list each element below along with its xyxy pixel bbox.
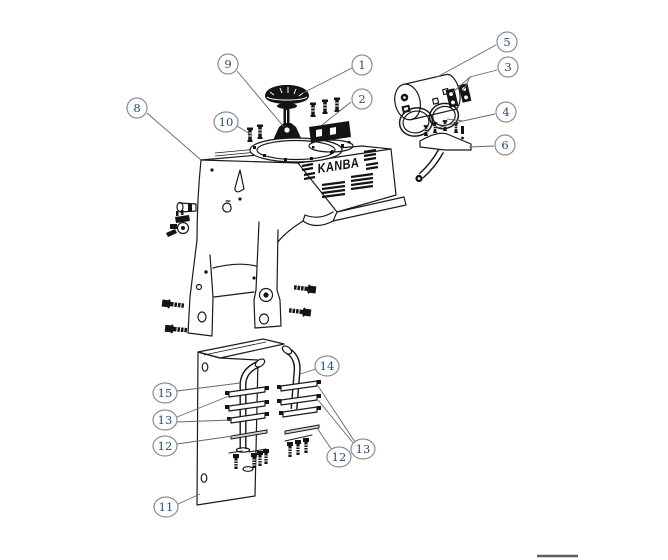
svg-text:6: 6 bbox=[501, 138, 508, 152]
callout-2: 2 bbox=[321, 88, 373, 126]
callout-1: 1 bbox=[302, 54, 373, 94]
callout-6: 6 bbox=[468, 134, 516, 156]
svg-text:10: 10 bbox=[219, 115, 234, 129]
svg-text:9: 9 bbox=[224, 57, 231, 71]
fuel-cap bbox=[265, 85, 309, 126]
callout-14: 14 bbox=[299, 355, 340, 377]
left-pipe-clamps bbox=[225, 386, 269, 440]
callout-13-left: 13 bbox=[152, 395, 232, 431]
outlet-bracket-hose bbox=[415, 119, 472, 183]
svg-text:5: 5 bbox=[503, 35, 510, 49]
right-pipe-clamps bbox=[277, 380, 321, 435]
tank-top-ring-plate bbox=[249, 137, 344, 163]
fuel-sender-assembly bbox=[308, 97, 354, 153]
svg-text:1: 1 bbox=[358, 58, 365, 72]
svg-text:2: 2 bbox=[358, 92, 365, 106]
seal-rings bbox=[398, 102, 460, 137]
bracket-bolts bbox=[228, 434, 313, 472]
svg-text:8: 8 bbox=[133, 101, 140, 115]
svg-text:3: 3 bbox=[504, 60, 511, 74]
callout-3: 3 bbox=[451, 56, 519, 94]
svg-text:12: 12 bbox=[332, 450, 347, 464]
callout-15: 15 bbox=[152, 382, 241, 404]
left-pipe bbox=[235, 358, 266, 453]
callout-12-left: 12 bbox=[152, 435, 234, 457]
callout-9: 9 bbox=[217, 53, 285, 128]
callout-11: 11 bbox=[153, 493, 201, 518]
mount-bracket bbox=[196, 338, 285, 506]
callout-4: 4 bbox=[436, 101, 517, 129]
callout-8: 8 bbox=[126, 97, 202, 161]
callout-10: 10 bbox=[213, 111, 253, 136]
svg-text:11: 11 bbox=[159, 500, 174, 514]
brand-logo-text: KANBA bbox=[316, 155, 360, 177]
svg-text:13: 13 bbox=[158, 413, 173, 427]
svg-text:13: 13 bbox=[356, 442, 371, 456]
svg-text:4: 4 bbox=[502, 105, 509, 119]
tank-louver-vents: KANBA bbox=[301, 148, 379, 199]
tank-left-fittings bbox=[166, 201, 197, 237]
callout-5: 5 bbox=[436, 31, 518, 78]
right-pipe bbox=[281, 345, 301, 410]
svg-text:15: 15 bbox=[158, 386, 173, 400]
svg-text:14: 14 bbox=[320, 359, 335, 373]
callout-12-right: 12 bbox=[316, 427, 352, 468]
callout-13-right: 13 bbox=[317, 385, 376, 460]
fuel-tank-body bbox=[187, 145, 407, 337]
svg-text:12: 12 bbox=[158, 439, 173, 453]
tank-mount-bolts bbox=[160, 282, 318, 336]
